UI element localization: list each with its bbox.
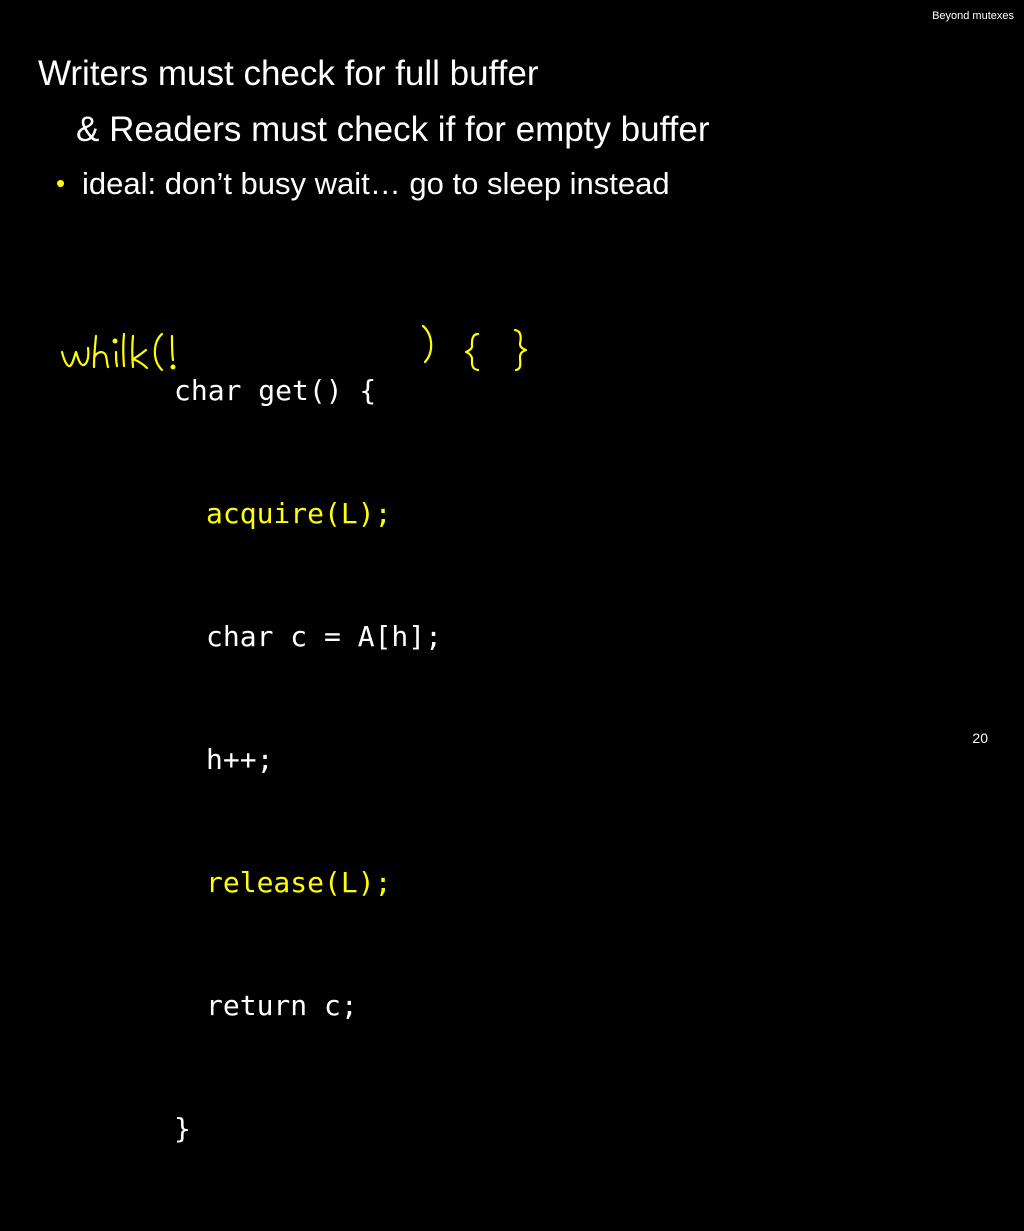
code-block: char get() { acquire(L); char c = A[h]; …	[174, 288, 442, 1231]
code-line: return c;	[206, 989, 358, 1022]
page-number: 20	[972, 730, 988, 746]
code-line-highlight: release(L);	[206, 866, 392, 899]
ink-stroke	[131, 334, 149, 370]
code-line: h++;	[206, 743, 274, 776]
bullet-item: • ideal: don’t busy wait… go to sleep ins…	[56, 163, 670, 204]
code-line: }	[174, 1112, 191, 1145]
slide-section-tag: Beyond mutexes	[932, 10, 1014, 22]
bullet-text: ideal: don’t busy wait… go to sleep inst…	[82, 166, 670, 201]
code-line-highlight: acquire(L);	[206, 497, 392, 530]
ink-stroke	[170, 334, 175, 362]
ink-stroke	[92, 334, 110, 369]
bullet-dot-icon: •	[56, 168, 66, 198]
title-line-2: & Readers must check if for empty buffer	[76, 110, 710, 149]
ink-dot	[112, 338, 118, 344]
code-line: char c = A[h];	[206, 620, 443, 653]
ink-stroke	[60, 346, 90, 368]
title-line-1: Writers must check for full buffer	[38, 54, 539, 93]
ink-stroke	[153, 332, 164, 372]
ink-stroke	[464, 332, 480, 372]
slide-title: Writers must check for full buffer & Rea…	[38, 46, 710, 158]
ink-stroke	[114, 350, 119, 368]
slide: Beyond mutexes Writers must check for fu…	[38, 10, 1014, 1145]
ink-stroke	[122, 332, 126, 368]
ink-stroke	[513, 328, 528, 372]
code-line: char get() {	[174, 374, 377, 407]
